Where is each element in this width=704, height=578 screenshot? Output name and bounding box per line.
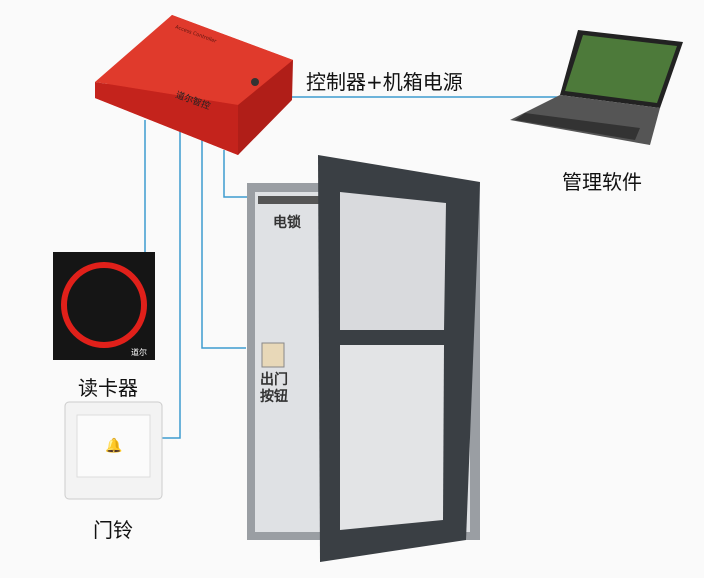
card-reader: 道尔 xyxy=(53,252,155,360)
controller-box: 道尔智控 Access Controller xyxy=(95,15,293,155)
bell-icon: 🔔 xyxy=(105,437,122,454)
doorbell: 🔔 xyxy=(64,401,163,500)
doorbell-label: 门铃 xyxy=(93,518,133,542)
electric-lock xyxy=(258,196,328,204)
reader-label: 读卡器 xyxy=(78,376,138,400)
reader-brand: 道尔 xyxy=(131,347,147,357)
exit-button xyxy=(261,342,285,368)
lock-label: 电锁 xyxy=(273,215,301,231)
controller-label: 控制器+机箱电源 xyxy=(306,70,463,94)
wire-exit-button xyxy=(201,140,246,349)
door-leaf xyxy=(318,155,480,562)
laptop-label: 管理软件 xyxy=(562,170,642,194)
wire-doorbell xyxy=(157,130,181,439)
wire-lock xyxy=(223,150,250,198)
wires xyxy=(144,96,560,439)
laptop xyxy=(510,30,683,145)
exit-button-label: 出门 按钮 xyxy=(260,372,288,405)
